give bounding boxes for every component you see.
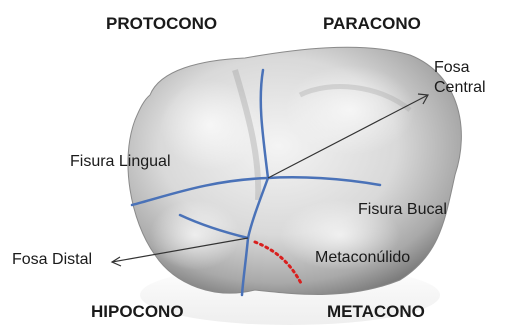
protocono-label: PROTOCONO xyxy=(106,14,217,34)
fosa-distal-label: Fosa Distal xyxy=(12,250,92,270)
fosa-central-line2: Central xyxy=(434,78,486,98)
fisura-lingual-label: Fisura Lingual xyxy=(70,152,171,172)
fosa-central-line1: Fosa xyxy=(434,58,486,78)
paracono-cusp xyxy=(285,65,415,155)
hipocono-cusp xyxy=(150,200,240,270)
fisura-bucal-label: Fisura Bucal xyxy=(358,200,447,220)
metaconulido-label: Metaconúlido xyxy=(315,248,410,268)
metacono-label: METACONO xyxy=(327,302,425,322)
protocono-cusp xyxy=(160,80,260,170)
hipocono-label: HIPOCONO xyxy=(91,302,184,322)
fosa-central-label: Fosa Central xyxy=(434,58,486,98)
paracono-label: PARACONO xyxy=(323,14,421,34)
